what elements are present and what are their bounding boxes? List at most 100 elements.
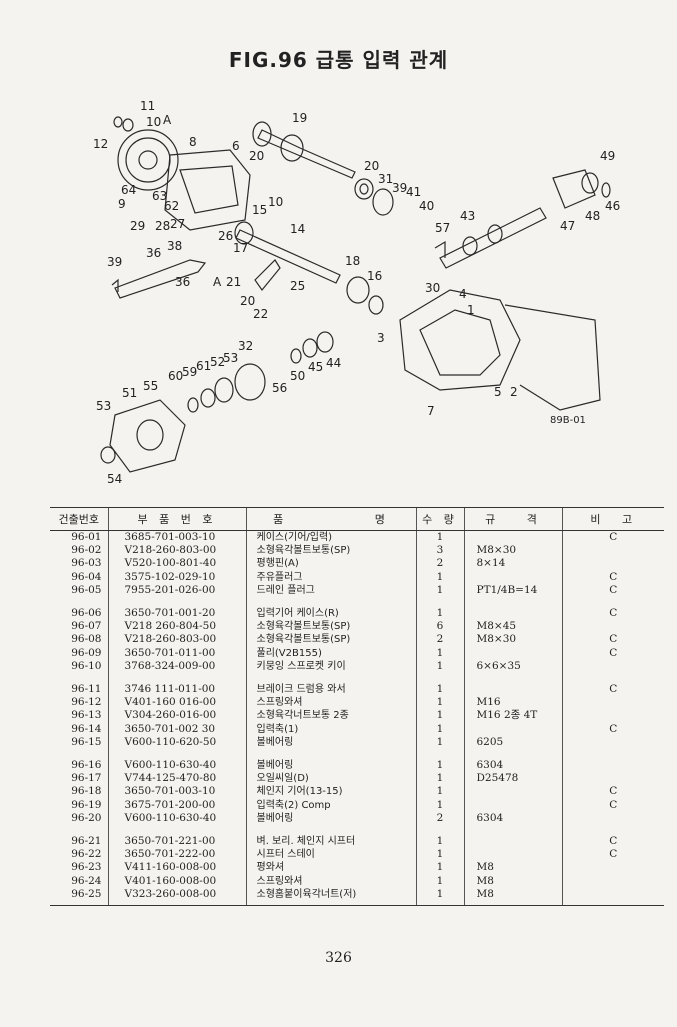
row-ref: 96-03	[71, 557, 102, 570]
row-note: C	[561, 530, 664, 545]
row-qty: 1	[415, 735, 464, 750]
row-ref: 96-05	[71, 583, 102, 596]
group-spacer	[50, 825, 664, 836]
row-qty: 2	[415, 633, 464, 647]
row-name: 브레이크 드럼용 와서	[245, 683, 416, 697]
col-header-ref: 건출번호	[50, 507, 108, 531]
row-spec	[463, 848, 562, 862]
row-note	[561, 544, 664, 558]
callout-2: 2	[510, 385, 518, 399]
row-qty: 1	[415, 530, 464, 545]
row-note: C	[561, 607, 664, 621]
callout-52: 52	[210, 355, 225, 369]
callout-29: 28	[155, 219, 170, 233]
row-part-number: V744-125-470-80	[107, 772, 246, 786]
callout-6: 6	[232, 139, 240, 153]
row-name: 소형육각너트보통 2종	[245, 709, 416, 723]
row-ref: 96-12	[71, 696, 102, 709]
spacer-cell	[463, 597, 562, 608]
row-qty: 1	[415, 570, 464, 584]
row-ref: 96-07	[71, 620, 102, 633]
spacer-cell	[463, 673, 562, 684]
callout-32: 30	[425, 281, 440, 295]
row-spec: M8	[463, 887, 562, 907]
row-part-number: V401-160 016-00	[107, 696, 246, 710]
callout-18: 18	[345, 254, 360, 268]
row-qty: 3	[415, 544, 464, 558]
row-name: 소형육각볼트보통(SP)	[245, 620, 416, 634]
callout-8: 8	[189, 135, 197, 149]
callout-4: 4	[459, 287, 467, 301]
row-note	[561, 861, 664, 875]
row-ref: 96-14	[71, 722, 102, 735]
row-qty: 1	[415, 683, 464, 697]
row-name: 소형홈붙이육각너트(저)	[245, 887, 416, 907]
row-name: 벼. 보리. 체인지 시프터	[245, 835, 416, 849]
gear-case-shape	[164, 149, 251, 231]
row-part-number: 3575-102-029-10	[107, 570, 246, 584]
callout-64: 64	[121, 183, 136, 197]
row-part-number: 3650-701-222-00	[107, 848, 246, 862]
row-qty: 6	[415, 620, 464, 634]
row-ref: 96-10	[71, 659, 102, 672]
callout-9: 9	[118, 197, 126, 211]
row-part-number: V218 260-804-50	[107, 620, 246, 634]
row-name: 풀리(V2B155)	[245, 646, 416, 660]
callout-49: 50	[290, 369, 305, 383]
callout-58: 57	[435, 221, 450, 235]
main-case-shape	[399, 289, 521, 391]
spacer-cell	[415, 673, 464, 684]
row-name: 평와셔	[245, 861, 416, 875]
spacer-cell	[463, 825, 562, 836]
row-part-number: V304-260-016-00	[107, 709, 246, 723]
row-spec: 6304	[463, 759, 562, 773]
col-header-part-number: 부 품 번 호	[107, 507, 246, 531]
spacer-cell	[561, 825, 664, 836]
callout-44: 44	[326, 356, 341, 370]
diagram-code: 89B-01	[550, 415, 586, 426]
row-note	[561, 772, 664, 786]
row-name: 평행핀(A)	[245, 557, 416, 571]
page-number: 326	[325, 950, 352, 966]
row-spec: M16	[463, 696, 562, 710]
row-name: 시프터 스테이	[245, 848, 416, 862]
row-part-number: V323-260-008-00	[107, 887, 246, 907]
row-qty: 1	[415, 785, 464, 799]
row-qty: 1	[415, 659, 464, 674]
callout-40: 39	[392, 181, 407, 195]
row-ref: 96-09	[71, 646, 102, 659]
spacer-cell	[50, 749, 108, 759]
callout-62: 62	[164, 199, 179, 213]
exploded-diagram: 11 10 A 12 8 6 20 19 20 31 39 41 40 49 4…	[0, 80, 677, 500]
row-note: C	[561, 570, 664, 584]
spacer-cell	[50, 597, 108, 607]
callout-46: 46	[605, 199, 620, 213]
row-part-number: V600-110-630-40	[107, 759, 246, 773]
callout-37: 36	[175, 275, 190, 289]
callout-50: 49	[600, 149, 615, 163]
group-spacer	[50, 749, 664, 760]
callout-30-31: 29	[130, 219, 145, 233]
row-ref: 96-02	[71, 544, 102, 557]
spacer-cell	[415, 825, 464, 836]
row-ref: 96-22	[71, 848, 102, 861]
callout-10: 10	[268, 195, 283, 209]
callout-A: A	[163, 113, 172, 127]
spacer-cell	[50, 673, 108, 683]
row-part-number: 3650-701-003-10	[107, 785, 246, 799]
row-ref: 96-21	[71, 835, 102, 848]
row-part-number: V600-110-630-40	[107, 811, 246, 826]
row-note: C	[561, 835, 664, 849]
callout-42: 41	[406, 185, 421, 199]
callout-11: 10	[146, 115, 161, 129]
callout-16: 16	[367, 269, 382, 283]
